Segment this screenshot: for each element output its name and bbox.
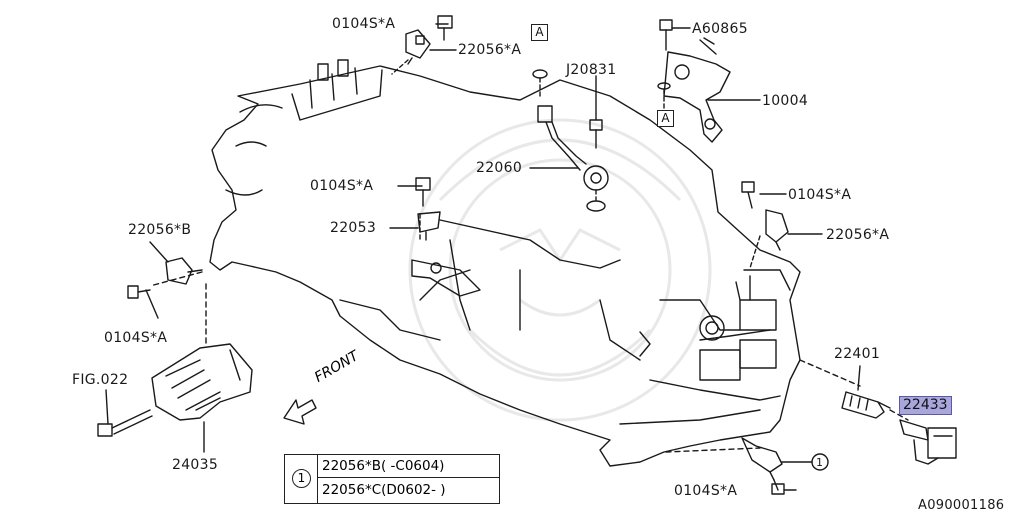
note-row-2: 22056*C(D0602- ) (322, 482, 446, 498)
label-cover: 24035 (172, 457, 219, 473)
sensor-b-icon (165, 257, 203, 285)
label-bolt-right: 0104S*A (788, 187, 852, 203)
engine-block-outline (209, 65, 801, 467)
ref-box-a-top: A (531, 24, 548, 41)
label-bolt-top: 0104S*A (332, 16, 396, 32)
front-arrow-icon (283, 399, 317, 425)
label-bolt-a60865: A60865 (692, 21, 748, 37)
bracket-icon (657, 37, 731, 143)
ref-box-a-bracket: A (657, 110, 674, 127)
label-spark-plug: 22401 (834, 346, 881, 362)
callout-num-1: 1 (816, 456, 824, 469)
crank-sensor-top-icon (405, 29, 431, 65)
label-bolt-left: 0104S*A (104, 330, 168, 346)
label-sensor-b: 22056*B (128, 222, 192, 238)
ignition-coil-icon (899, 419, 957, 465)
crank-sensor-right-icon (765, 209, 789, 251)
label-fig-ref[interactable]: FIG.022 (72, 372, 129, 388)
note-row-1: 22056*B( -C0604) (318, 455, 499, 478)
bolt-top-icon (437, 15, 453, 41)
note-marker-cell: 1 (285, 455, 318, 503)
label-knock-sensor: 22060 (476, 160, 523, 176)
cam-sensor-icon (411, 211, 481, 297)
sensor-bottom-icon (741, 437, 783, 481)
bolt-right-icon (741, 181, 755, 209)
label-bolt-bottom: 0104S*A (674, 483, 738, 499)
note-table: 1 22056*B( -C0604) 22056*C(D0602- ) (284, 454, 500, 504)
spark-plug-icon (841, 391, 891, 419)
label-sensor-top: 22056*A (458, 42, 522, 58)
label-sensor-right: 22056*A (826, 227, 890, 243)
bolt-j20831-icon (589, 119, 603, 149)
callout-circle-1 (811, 453, 829, 471)
label-cam-sensor: 22053 (330, 220, 377, 236)
label-ignition-coil-highlighted[interactable]: 22433 (899, 396, 952, 415)
bolt-a60865-icon (659, 19, 673, 51)
label-bolt-j20831: J20831 (566, 62, 617, 78)
label-bolt-mid: 0104S*A (310, 178, 374, 194)
note-marker: 1 (292, 469, 311, 488)
bolt-bottom-icon (771, 483, 797, 495)
knock-sensor-icon (537, 105, 609, 212)
bolt-mid-icon (415, 177, 431, 207)
label-bracket: 10004 (762, 93, 809, 109)
cover-icon (151, 343, 253, 421)
bolt-left-icon (127, 285, 151, 299)
fig-bolt-icon (97, 409, 153, 437)
diagram-id: A090001186 (918, 498, 1005, 513)
